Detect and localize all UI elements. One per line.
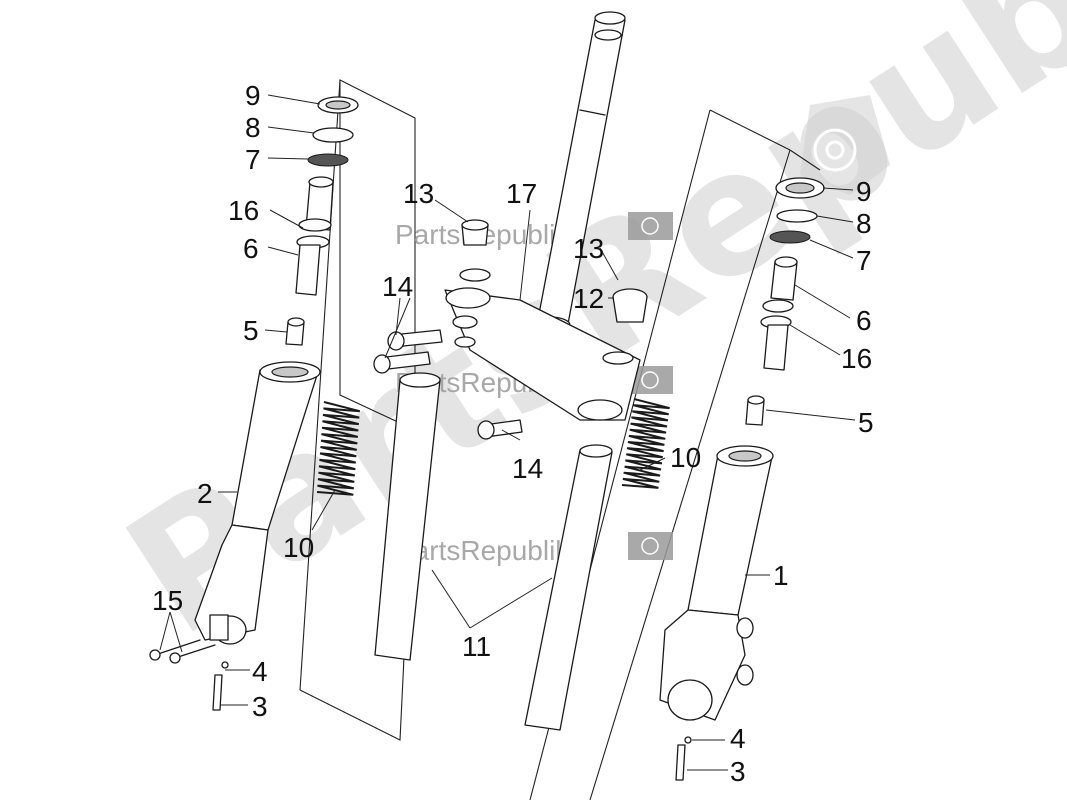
right-fork-leg — [659, 177, 825, 721]
gear-icon — [641, 371, 659, 389]
callout-4-right: 4 — [730, 723, 746, 754]
callout-10-left: 10 — [283, 532, 314, 563]
callout-4-left: 4 — [252, 656, 268, 687]
callout-3-left: 3 — [252, 691, 268, 722]
callout-8-right: 8 — [856, 208, 872, 239]
right-axle-pin — [675, 736, 692, 781]
callout-2: 2 — [197, 478, 213, 509]
callouts: 9 8 7 16 6 5 2 10 15 4 3 13 17 14 13 12 … — [152, 80, 874, 787]
callout-12: 12 — [573, 283, 604, 314]
callout-5-right: 5 — [858, 407, 874, 438]
callout-10-right: 10 — [670, 442, 701, 473]
inner-tube-right — [524, 444, 613, 731]
callout-9-left: 9 — [245, 80, 261, 111]
callout-3-right: 3 — [730, 756, 746, 787]
left-axle-pin — [212, 661, 229, 711]
callout-14-a: 14 — [382, 271, 413, 302]
left-fork-leg — [194, 96, 359, 645]
watermark-strip-3: PartsRepublik — [395, 532, 673, 566]
callout-7-right: 7 — [856, 245, 872, 276]
left-pinch-bolts — [149, 639, 216, 664]
spring-right — [621, 398, 670, 489]
callout-11: 11 — [462, 631, 491, 662]
yoke-bolt — [373, 351, 431, 374]
callout-16-right: 16 — [841, 343, 872, 374]
callout-13-a: 13 — [403, 178, 434, 209]
callout-17: 17 — [506, 178, 537, 209]
yoke-bolt — [477, 419, 523, 440]
callout-14-b: 14 — [512, 453, 543, 484]
callout-16-left: 16 — [228, 195, 259, 226]
callout-7-left: 7 — [245, 144, 261, 175]
callout-5-left: 5 — [243, 315, 259, 346]
callout-8-left: 8 — [245, 112, 261, 143]
callout-13-b: 13 — [573, 233, 604, 264]
inner-tube-left — [374, 372, 441, 661]
callout-15: 15 — [152, 585, 183, 616]
spring-left — [316, 401, 361, 496]
callout-6-left: 6 — [243, 233, 259, 264]
callout-1: 1 — [773, 560, 789, 591]
leader-lines — [159, 94, 856, 771]
bush-13-left — [459, 219, 491, 282]
callout-9-right: 9 — [856, 176, 872, 207]
svg-text:PartsRepublik: PartsRepublik — [395, 535, 570, 566]
gear-icon — [641, 217, 659, 235]
callout-6-right: 6 — [856, 305, 872, 336]
yoke-bolt — [387, 329, 443, 351]
watermark-gear-logo — [800, 95, 890, 195]
gear-icon — [641, 537, 659, 555]
bush-12 — [602, 288, 648, 365]
